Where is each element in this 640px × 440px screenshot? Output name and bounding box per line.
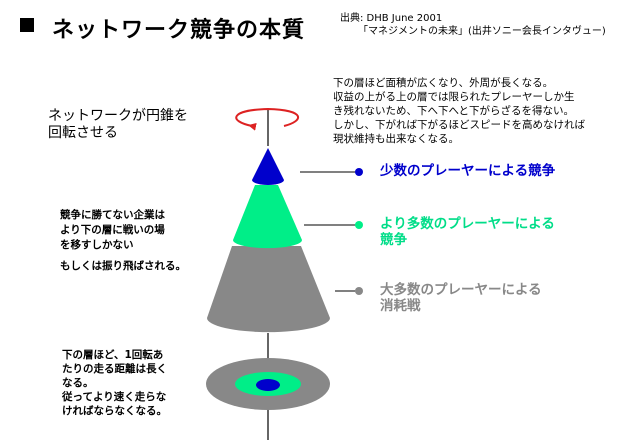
disk-inner-circle: [256, 379, 280, 391]
level-label-top: 少数のプレーヤーによる競争: [380, 163, 555, 179]
description-line: き残れないため、下へ下へと下がらざるを得ない。: [333, 105, 574, 117]
level-label-line: より多数のプレーヤーによる: [380, 216, 555, 232]
description-text: 下の層ほど面積が広くなり、外周が長くなる。 収益の上がる上の層では限られたプレー…: [333, 76, 585, 146]
description-line: しかし、下がれば下がるほどスピードを高めなければ: [333, 119, 585, 131]
speed-note-line: 従ってより速く走らな: [62, 391, 167, 403]
speed-note-line: なる。: [62, 377, 94, 389]
level-label-line: 少数のプレーヤーによる競争: [380, 163, 556, 179]
connector-dot-bottom: [355, 287, 363, 295]
source-citation: 出典: DHB June 2001 「マネジメントの未来」(出井ソニー会長インタ…: [340, 12, 606, 38]
connector-dot-top: [355, 168, 363, 176]
connector-dot-middle: [355, 221, 363, 229]
rotation-label-line: ネットワークが円錐を: [48, 108, 188, 124]
speed-note-line: ければならなくなる。: [62, 405, 167, 417]
cone-top-layer: [252, 148, 284, 185]
level-label-middle: より多数のプレーヤーによる 競争: [380, 216, 555, 248]
rotation-arrow: [235, 107, 300, 131]
page-title: ネットワーク競争の本質: [52, 18, 306, 43]
speed-note: 下の層ほど、1回転あ たりの走る距離は長く なる。 従ってより速く走らな ければ…: [62, 348, 167, 418]
cone-bottom-layer: [207, 246, 330, 333]
competition-note-extra: もしくは振り飛ばされる。: [60, 260, 186, 272]
competition-note-line: 競争に勝てない企業は: [60, 209, 165, 221]
description-line: 下の層ほど面積が広くなり、外周が長くなる。: [333, 77, 554, 89]
description-line: 現状維持も出来なくなる。: [333, 133, 459, 145]
rotation-label: ネットワークが円錐を 回転させる: [48, 108, 188, 142]
level-label-bottom: 大多数のプレーヤーによる 消耗戦: [380, 282, 542, 314]
rotation-label-line: 回転させる: [48, 125, 118, 141]
source-line-1: 出典: DHB June 2001: [340, 13, 443, 24]
level-label-line: 消耗戦: [380, 298, 421, 314]
speed-note-line: 下の層ほど、1回転あ: [62, 349, 164, 361]
level-label-line: 競争: [380, 232, 407, 248]
title-bullet: [20, 18, 34, 32]
competition-note: 競争に勝てない企業は より下の層に戦いの場 を移すしかない もしくは振り飛ばされ…: [60, 208, 186, 274]
cone-middle-layer: [233, 185, 302, 249]
source-line-2: 「マネジメントの未来」(出井ソニー会長インタヴュー): [358, 26, 606, 37]
speed-note-line: たりの走る距離は長く: [62, 363, 167, 375]
competition-note-line: より下の層に戦いの場: [60, 224, 165, 236]
description-line: 収益の上がる上の層では限られたプレーヤーしか生: [333, 91, 575, 103]
competition-note-line: を移すしかない: [60, 239, 134, 251]
level-label-line: 大多数のプレーヤーによる: [380, 282, 542, 298]
